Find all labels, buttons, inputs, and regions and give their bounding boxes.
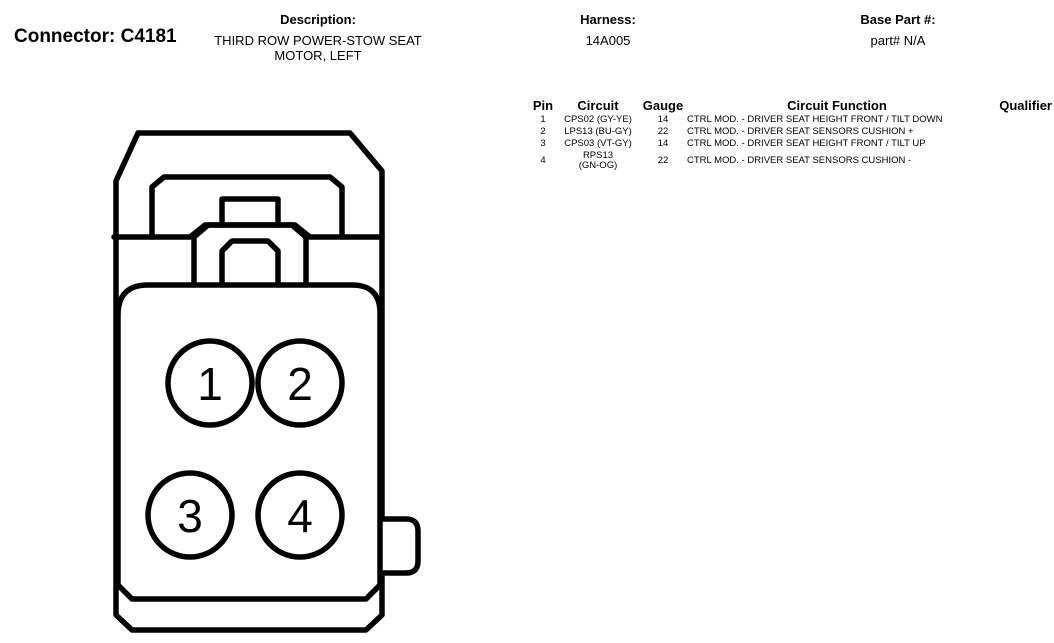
column-header-pin: Pin bbox=[532, 97, 554, 113]
pin-label-4: 4 bbox=[287, 490, 313, 542]
wire-gauge: 14 bbox=[657, 114, 669, 125]
pin-cavities bbox=[145, 338, 345, 560]
connector-face-diagram: 1 2 3 4 bbox=[111, 130, 421, 633]
pin-number: 2 bbox=[540, 126, 546, 137]
pin-number: 1 bbox=[540, 114, 546, 125]
pin-label-1: 1 bbox=[197, 358, 223, 410]
pin-cavity-3 bbox=[145, 470, 235, 560]
base-part-label: Base Part #: bbox=[860, 12, 936, 27]
base-part-value: part# N/A bbox=[870, 33, 926, 48]
connector-title: Connector: C4181 bbox=[14, 26, 177, 47]
circuit-id: CPS03 (VT-GY) bbox=[564, 138, 632, 149]
latch-tab bbox=[219, 196, 281, 228]
circuit-function: CTRL MOD. - DRIVER SEAT SENSORS CUSHION … bbox=[687, 126, 914, 137]
pin-label-3: 3 bbox=[177, 490, 203, 542]
pin-label-2: 2 bbox=[287, 358, 313, 410]
description-value: THIRD ROW POWER-STOW SEAT MOTOR, LEFT bbox=[214, 33, 422, 63]
circuit-function: CTRL MOD. - DRIVER SEAT SENSORS CUSHION … bbox=[687, 155, 912, 166]
qualifier bbox=[987, 138, 1054, 150]
pinout-header-row: Pin Circuit Gauge Circuit Function Quali… bbox=[529, 96, 1054, 114]
harness-label: Harness: bbox=[580, 12, 636, 27]
latch-housing bbox=[191, 222, 309, 288]
column-header-circuit-function: Circuit Function bbox=[787, 97, 887, 113]
column-header-qualifier: Qualifier bbox=[999, 97, 1052, 113]
connector-housing-outline bbox=[113, 130, 421, 633]
wire-gauge: 22 bbox=[657, 155, 669, 166]
circuit-function: CTRL MOD. - DRIVER SEAT HEIGHT FRONT / T… bbox=[687, 114, 943, 125]
pin-cavity-2 bbox=[255, 338, 345, 428]
table-row: 3 CPS03 (VT-GY) 14 CTRL MOD. - DRIVER SE… bbox=[529, 138, 1054, 150]
harness-value: 14A005 bbox=[585, 33, 631, 48]
wire-gauge: 22 bbox=[657, 126, 669, 137]
column-header-gauge: Gauge bbox=[642, 97, 684, 113]
qualifier bbox=[987, 114, 1054, 126]
pin-number: 4 bbox=[540, 155, 546, 166]
table-row: 2 LPS13 (BU-GY) 22 CTRL MOD. - DRIVER SE… bbox=[529, 126, 1054, 138]
pin-number: 3 bbox=[540, 138, 546, 149]
qualifier bbox=[987, 150, 1054, 172]
column-header-circuit: Circuit bbox=[577, 97, 619, 113]
pin-face-outline bbox=[115, 282, 383, 602]
circuit-id: LPS13 (BU-GY) bbox=[564, 126, 632, 137]
pin-cavity-4 bbox=[255, 470, 345, 560]
circuit-id: CPS02 (GY-YE) bbox=[564, 114, 632, 125]
pin-cavity-1 bbox=[165, 338, 255, 428]
connector-upper-bay bbox=[149, 174, 345, 240]
table-row: 4 RPS13 (GN-OG) 22 CTRL MOD. - DRIVER SE… bbox=[529, 150, 1054, 172]
qualifier bbox=[987, 126, 1054, 138]
circuit-function: CTRL MOD. - DRIVER SEAT HEIGHT FRONT / T… bbox=[687, 138, 926, 149]
pinout-table: Pin Circuit Gauge Circuit Function Quali… bbox=[529, 96, 1054, 172]
wire-gauge: 14 bbox=[657, 138, 669, 149]
description-label: Description: bbox=[280, 12, 356, 27]
latch-lever bbox=[219, 238, 281, 288]
circuit-id: RPS13 (GN-OG) bbox=[578, 150, 618, 171]
table-row: 1 CPS02 (GY-YE) 14 CTRL MOD. - DRIVER SE… bbox=[529, 114, 1054, 126]
